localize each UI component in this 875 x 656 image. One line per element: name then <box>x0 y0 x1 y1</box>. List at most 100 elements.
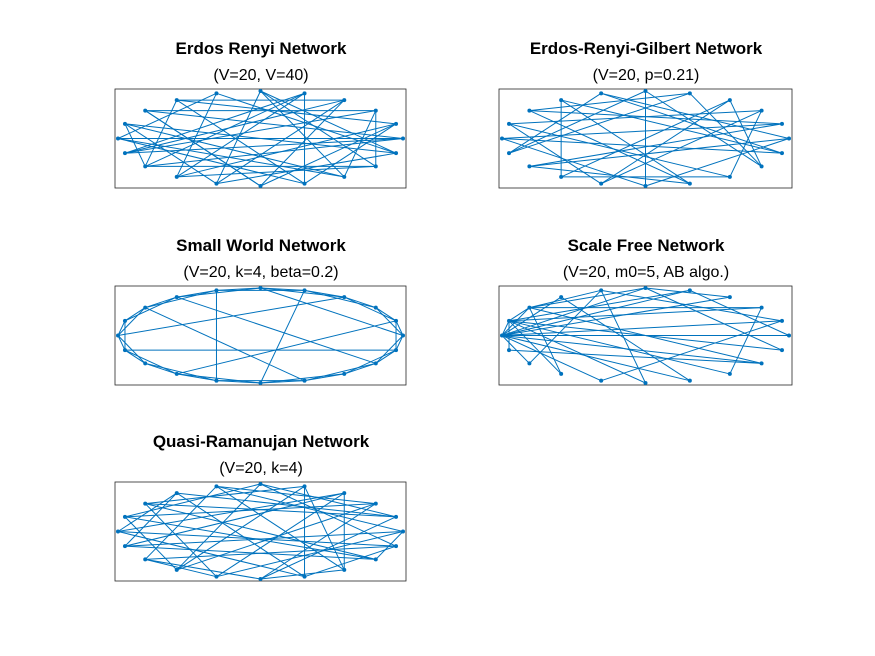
graph-node <box>214 288 219 293</box>
edge-layer <box>501 90 790 187</box>
graph-node <box>143 305 148 310</box>
graph-node <box>122 544 127 549</box>
graph-node <box>779 318 784 323</box>
graph-edge <box>176 99 397 125</box>
graph-edge <box>216 485 404 532</box>
graph-edge <box>304 289 376 309</box>
graph-node <box>787 136 791 141</box>
panel-small-world: Small World Network (V=20, k=4, beta=0.2… <box>114 236 407 386</box>
panel-subtitle: (V=20, V=40) <box>213 67 308 84</box>
graph-edge <box>260 373 345 384</box>
graph-node <box>258 482 263 486</box>
graph-edge <box>124 307 146 322</box>
graph-edge <box>528 307 562 375</box>
graph-edge <box>375 307 404 336</box>
graph-node <box>779 151 784 156</box>
graph-edge <box>124 296 177 322</box>
graph-edge <box>260 503 377 580</box>
graph-edge <box>501 289 690 336</box>
graph-edge <box>501 320 510 336</box>
graph-node <box>302 378 307 383</box>
graph-node <box>401 136 405 141</box>
graph-edge <box>260 287 404 336</box>
graph-edge <box>124 492 345 547</box>
graph-node <box>401 529 405 534</box>
panel-title: Scale Free Network <box>568 236 725 255</box>
graph-node <box>500 136 504 141</box>
graph-node <box>759 305 764 310</box>
graph-node <box>394 121 399 126</box>
panel-title: Erdos Renyi Network <box>176 39 348 58</box>
graph-node <box>599 378 604 383</box>
graph-node <box>258 381 263 385</box>
graph-edge <box>304 123 397 185</box>
graph-edge <box>176 492 397 518</box>
graph-edge <box>375 531 404 560</box>
panel-subtitle: (V=20, k=4, beta=0.2) <box>183 264 338 281</box>
graph-edge <box>216 531 404 578</box>
graph-edge <box>117 138 305 185</box>
graph-edge <box>508 320 730 375</box>
graph-edge <box>600 99 731 185</box>
panel-subtitle: (V=20, m0=5, AB algo.) <box>563 264 729 281</box>
graph-edge <box>260 123 397 187</box>
panel-erdos-renyi: Erdos Renyi Network (V=20, V=40) <box>114 39 407 189</box>
graph-edge <box>529 289 602 309</box>
graph-edge <box>145 307 305 382</box>
graph-node <box>527 361 532 366</box>
panel-subtitle: (V=20, k=4) <box>219 460 303 477</box>
graph-edge <box>216 492 345 578</box>
graph-node <box>507 151 512 156</box>
graph-edge <box>529 307 762 364</box>
graph-edge <box>645 138 790 187</box>
edge-layer <box>501 287 790 384</box>
graph-edge <box>176 287 261 298</box>
graph-edge <box>729 99 763 167</box>
graph-node <box>687 378 692 383</box>
graph-edge <box>145 545 397 560</box>
graph-edge <box>601 92 783 154</box>
graph-edge <box>601 92 790 139</box>
graph-edge <box>529 110 691 185</box>
graph-edge <box>508 90 646 154</box>
panel-subtitle: (V=20, p=0.21) <box>593 67 700 84</box>
graph-edge <box>145 110 404 139</box>
graph-node <box>122 318 127 323</box>
graph-edge <box>216 90 261 184</box>
graph-edge <box>375 335 404 364</box>
graph-edge <box>529 287 646 309</box>
graph-node <box>394 514 399 519</box>
graph-node <box>342 98 347 103</box>
edge-layer <box>117 287 404 384</box>
graph-edge <box>117 335 146 364</box>
graph-edge <box>689 92 762 167</box>
axes-box <box>114 285 407 386</box>
graph-node <box>643 89 648 93</box>
node-layer <box>500 89 791 188</box>
graph-node <box>687 181 692 186</box>
graph-edge <box>561 99 783 154</box>
graph-edge <box>508 320 646 384</box>
graph-edge <box>344 296 397 322</box>
graph-edge <box>529 123 783 167</box>
graph-node <box>302 288 307 293</box>
graph-node <box>174 98 179 103</box>
graph-node <box>559 371 564 376</box>
graph-node <box>527 164 532 169</box>
graph-edge <box>145 485 305 505</box>
graph-node <box>258 184 263 188</box>
node-layer <box>116 482 405 581</box>
graph-node <box>258 89 263 93</box>
graph-edge <box>176 123 397 178</box>
graph-edge <box>260 90 377 167</box>
graph-edge <box>176 92 305 178</box>
panel-erdos-renyi-gilbert: Erdos-Renyi-Gilbert Network (V=20, p=0.2… <box>498 39 793 189</box>
graph-edge <box>117 307 146 336</box>
graph-edge <box>124 516 178 571</box>
graph-edge <box>176 373 261 384</box>
graph-edge <box>501 138 783 154</box>
graph-edge <box>260 569 345 580</box>
graph-node <box>258 286 263 290</box>
graph-node <box>373 501 378 506</box>
